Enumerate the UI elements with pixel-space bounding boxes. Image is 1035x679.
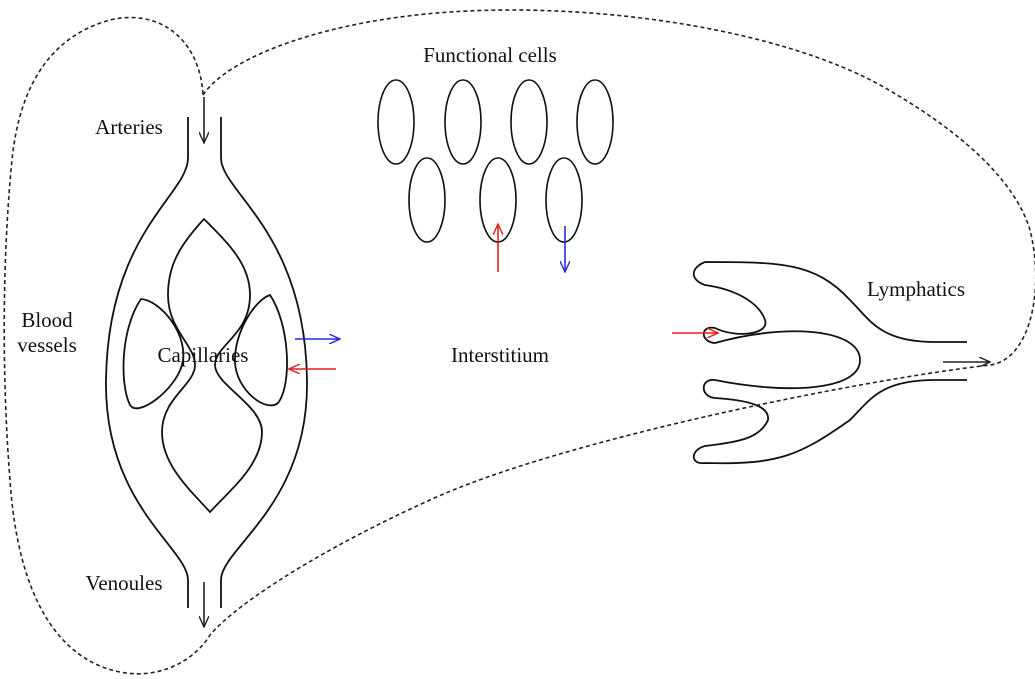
functional-cell [408, 157, 446, 243]
label-capillaries: Capillaries [158, 343, 249, 367]
label-venoules: Venoules [86, 571, 163, 595]
label-lymphatics: Lymphatics [867, 277, 965, 301]
capillary-island-right [234, 293, 288, 407]
blood-vessel-network [105, 97, 340, 627]
label-blood: Blood [21, 308, 73, 332]
lymphatic-outline [692, 261, 967, 465]
compartment-boundary [3, 9, 1035, 675]
lymphatic-vessel [672, 261, 990, 465]
vessel-outer-right-wall [220, 117, 308, 608]
label-vessels: vessels [17, 333, 77, 357]
functional-cell [576, 79, 614, 165]
functional-cell [444, 79, 482, 165]
functional-cell [377, 79, 415, 165]
functional-cells [377, 79, 614, 272]
functional-cell [510, 79, 548, 165]
label-interstitium: Interstitium [451, 343, 549, 367]
functional-cell [545, 157, 583, 243]
label-functional-cells: Functional cells [423, 43, 557, 67]
capillary-island-left [122, 298, 185, 410]
label-arteries: Arteries [95, 115, 163, 139]
capillary-island-center [161, 217, 263, 514]
vessel-outer-left-wall [105, 117, 189, 608]
